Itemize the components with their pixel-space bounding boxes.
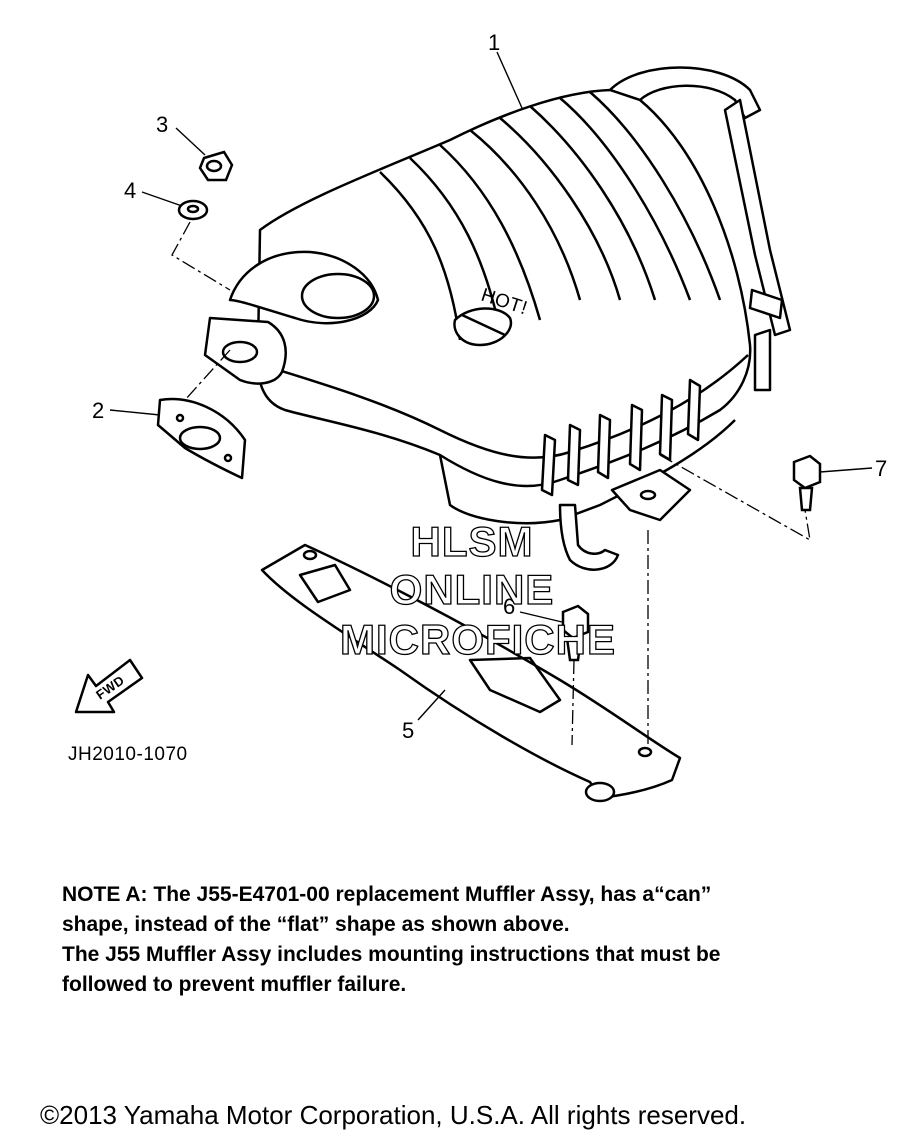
- diagram-code: JH2010-1070: [68, 744, 188, 765]
- note-line-4: followed to prevent muffler failure.: [62, 973, 407, 996]
- callout-4: 4: [124, 178, 136, 203]
- muffler-exploded-diagram: HOT!: [68, 30, 887, 803]
- copyright-notice: ©2013 Yamaha Motor Corporation, U.S.A. A…: [40, 1100, 747, 1130]
- nut-part: [198, 150, 234, 182]
- note-line-1: NOTE A: The J55-E4701-00 replacement Muf…: [62, 883, 712, 906]
- muffler-body: [203, 66, 792, 571]
- watermark: HLSM ONLINE MICROFICHE: [339, 517, 616, 663]
- callout-7: 7: [875, 456, 887, 481]
- callout-2: 2: [92, 398, 104, 423]
- bolt-part-7: [792, 454, 822, 512]
- callout-6: 6: [503, 594, 515, 619]
- callout-1: 1: [488, 30, 500, 55]
- leader-lines: [109, 51, 873, 721]
- callout-3: 3: [156, 112, 168, 137]
- watermark-line-3: MICROFICHE: [340, 616, 616, 663]
- note-block: NOTE A: The J55-E4701-00 replacement Muf…: [62, 880, 882, 1000]
- note-line-3: The J55 Muffler Assy includes mounting i…: [62, 943, 721, 966]
- note-line-2: shape, instead of the “flat” shape as sh…: [62, 913, 570, 936]
- washer-part: [177, 199, 209, 221]
- bracket-plate-part: [260, 543, 682, 803]
- forward-arrow-icon: [74, 658, 144, 714]
- watermark-line-2: ONLINE: [390, 566, 555, 613]
- gasket-part: [156, 397, 247, 480]
- bolt-part-6: [561, 604, 590, 662]
- watermark-line-1: HLSM: [411, 518, 534, 565]
- callout-5: 5: [402, 718, 414, 743]
- assembly-lines: [171, 221, 811, 748]
